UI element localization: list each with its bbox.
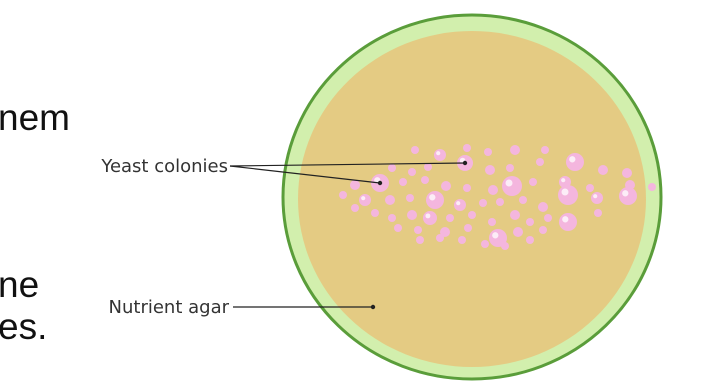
- yeast-colony: [479, 199, 487, 207]
- yeast-colony: [464, 224, 472, 232]
- yeast-colony-highlight: [425, 213, 430, 218]
- yeast-colony: [648, 183, 656, 191]
- yeast-colony: [510, 145, 520, 155]
- yeast-colony: [388, 214, 396, 222]
- yeast-colony: [485, 165, 495, 175]
- yeast-colony: [488, 185, 498, 195]
- yeast-colony: [488, 218, 496, 226]
- yeast-colony: [454, 199, 466, 211]
- yeast-colony: [371, 209, 379, 217]
- yeast-colony: [529, 178, 537, 186]
- yeast-colony: [458, 236, 466, 244]
- yeast-colony: [399, 178, 407, 186]
- yeast-colony-highlight: [622, 190, 628, 196]
- yeast-colony-highlight: [562, 216, 568, 222]
- yeast-colony: [446, 214, 454, 222]
- yeast-colony: [566, 153, 584, 171]
- label-nutrient-agar: Nutrient agar: [109, 297, 230, 318]
- yeast-colony: [591, 192, 603, 204]
- yeast-colony-highlight: [429, 194, 435, 200]
- yeast-colony: [414, 226, 422, 234]
- yeast-colony: [394, 224, 402, 232]
- yeast-colony: [619, 187, 637, 205]
- yeast-colony-highlight: [506, 180, 513, 187]
- yeast-colony: [594, 209, 602, 217]
- yeast-colony: [513, 227, 523, 237]
- yeast-colony: [496, 198, 504, 206]
- yeast-colony: [526, 236, 534, 244]
- yeast-colony: [436, 234, 444, 242]
- yeast-colony: [434, 149, 446, 161]
- yeast-colony: [598, 165, 608, 175]
- leader-dot-yeast-2: [378, 181, 382, 185]
- yeast-colony: [411, 146, 419, 154]
- yeast-colony: [416, 236, 424, 244]
- yeast-colony: [586, 184, 594, 192]
- yeast-colony-highlight: [561, 178, 565, 182]
- yeast-colony: [426, 191, 444, 209]
- yeast-colony: [506, 164, 514, 172]
- yeast-colony: [544, 214, 552, 222]
- yeast-colony: [424, 163, 432, 171]
- yeast-colony: [510, 210, 520, 220]
- yeast-colony-highlight: [562, 189, 569, 196]
- yeast-colony: [484, 148, 492, 156]
- yeast-colony: [468, 211, 476, 219]
- yeast-colony: [339, 191, 347, 199]
- yeast-colony: [501, 242, 509, 250]
- yeast-colony: [536, 158, 544, 166]
- label-yeast-colonies: Yeast colonies: [100, 156, 228, 177]
- yeast-colony-highlight: [492, 232, 498, 238]
- yeast-colony: [350, 180, 360, 190]
- yeast-colony: [463, 144, 471, 152]
- yeast-colony: [538, 202, 548, 212]
- yeast-colony: [559, 213, 577, 231]
- yeast-colony-highlight: [456, 201, 460, 205]
- yeast-colony-highlight: [361, 196, 365, 200]
- yeast-colony: [463, 184, 471, 192]
- yeast-colony: [388, 164, 396, 172]
- yeast-colony: [385, 195, 395, 205]
- yeast-colony: [481, 240, 489, 248]
- yeast-colony: [359, 194, 371, 206]
- leader-dot-yeast-1: [463, 161, 467, 165]
- yeast-colony: [558, 185, 578, 205]
- yeast-colony: [541, 146, 549, 154]
- yeast-colony: [519, 196, 527, 204]
- yeast-colony: [351, 204, 359, 212]
- yeast-colony: [622, 168, 632, 178]
- yeast-colony-highlight: [569, 156, 575, 162]
- yeast-colony: [408, 168, 416, 176]
- yeast-colony: [539, 226, 547, 234]
- yeast-colony: [441, 181, 451, 191]
- yeast-colony: [421, 176, 429, 184]
- leader-dot-agar: [371, 305, 375, 309]
- yeast-colony: [423, 211, 437, 225]
- yeast-colony: [407, 210, 417, 220]
- yeast-colony: [406, 194, 414, 202]
- yeast-colony: [526, 218, 534, 226]
- yeast-colony: [502, 176, 522, 196]
- yeast-colony-highlight: [436, 151, 440, 155]
- yeast-colony-highlight: [593, 194, 597, 198]
